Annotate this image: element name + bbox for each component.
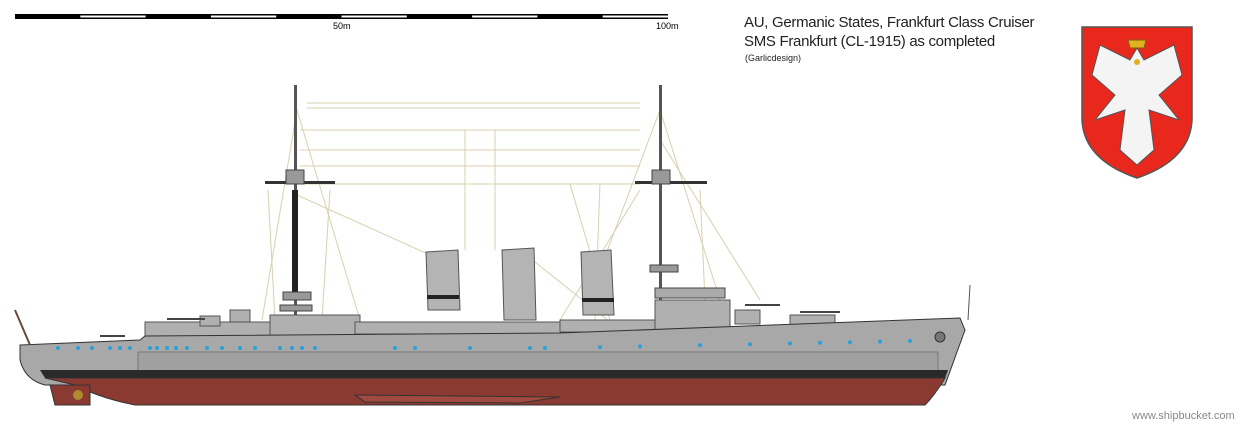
rudder: [49, 384, 91, 406]
porthole: [185, 346, 189, 350]
superstructure: [144, 299, 836, 338]
scale-label-100m: 100m: [656, 21, 679, 31]
porthole: [128, 346, 132, 350]
anchor: [934, 331, 946, 343]
porthole: [468, 346, 472, 350]
funnels: [425, 247, 615, 321]
scale-bar: [15, 14, 668, 19]
porthole: [878, 339, 882, 344]
porthole: [543, 346, 547, 350]
porthole: [174, 346, 178, 350]
scale-bar-segment: [210, 15, 277, 18]
scale-bar-segment: [602, 15, 668, 18]
porthole: [76, 346, 80, 350]
armor-belt: [137, 351, 939, 373]
fore-mast: [265, 85, 335, 325]
porthole: [108, 346, 112, 350]
porthole: [220, 346, 224, 350]
drawing-title: AU, Germanic States, Frankfurt Class Cru…: [744, 14, 1035, 31]
porthole: [818, 340, 822, 345]
scale-bar-segment: [80, 15, 146, 18]
propeller: [73, 390, 83, 400]
porthole: [148, 346, 152, 350]
porthole: [788, 341, 792, 346]
scale-bar-segment: [341, 15, 407, 18]
porthole: [205, 346, 209, 350]
scale-bar-segment: [472, 15, 538, 18]
porthole: [290, 346, 294, 350]
porthole: [848, 340, 852, 345]
porthole: [56, 346, 60, 350]
porthole: [300, 346, 304, 350]
porthole: [638, 344, 642, 349]
porthole: [90, 346, 94, 350]
author-credit: (Garlicdesign): [745, 53, 802, 63]
porthole: [698, 343, 702, 348]
porthole: [313, 346, 317, 350]
watermark: www.shipbucket.com: [1132, 410, 1235, 422]
jackstaff: [967, 284, 971, 321]
porthole: [253, 346, 257, 350]
stern-flagstaff: [14, 309, 31, 346]
porthole: [118, 346, 122, 350]
drawing-subtitle: SMS Frankfurt (CL-1915) as completed: [744, 33, 995, 50]
frankfurt-coat-of-arms: [1081, 26, 1193, 179]
main-mast: [635, 85, 726, 305]
bilge-keel: [353, 394, 561, 404]
scale-label-50m: 50m: [333, 21, 351, 31]
porthole: [278, 346, 282, 350]
porthole: [748, 342, 752, 347]
porthole: [165, 346, 169, 350]
porthole: [528, 346, 532, 350]
porthole: [393, 346, 397, 350]
guns: [100, 304, 840, 337]
boot-top: [40, 370, 948, 378]
porthole: [155, 346, 159, 350]
porthole: [238, 346, 242, 350]
porthole: [598, 345, 602, 350]
porthole: [413, 346, 417, 350]
porthole: [908, 339, 912, 343]
portholes: [56, 339, 912, 350]
